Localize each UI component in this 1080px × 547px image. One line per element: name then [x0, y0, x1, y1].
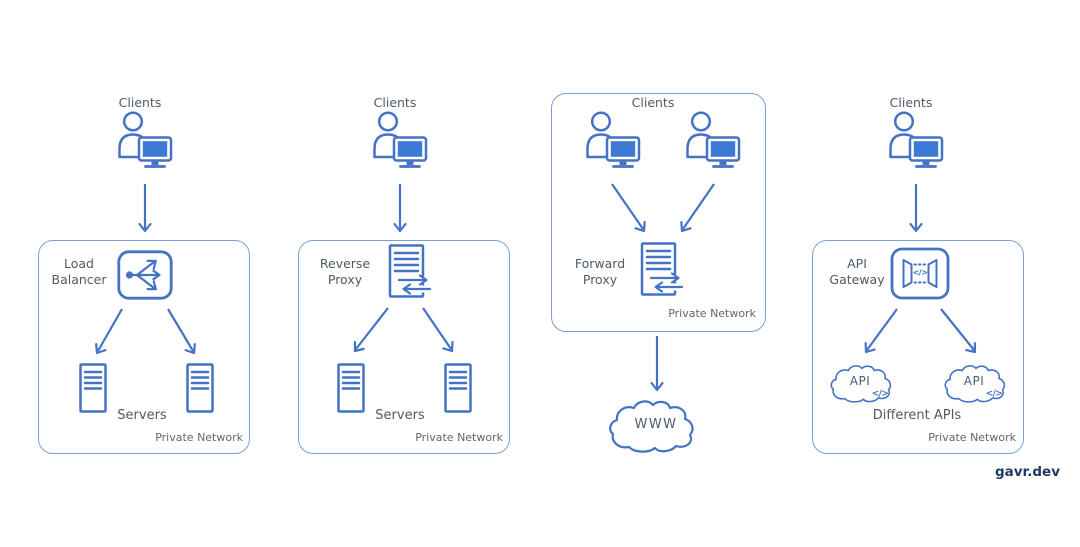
label-line-2: Balancer — [51, 272, 107, 287]
private-network-box-loadbalancer — [38, 240, 250, 454]
reverse-proxy-label: Reverse Proxy — [309, 256, 381, 288]
label-line-1: Forward — [574, 256, 626, 271]
client-icon-1 — [117, 111, 173, 169]
label-line-1: API — [847, 256, 867, 271]
private-network-label-1: Private Network — [155, 431, 243, 444]
reverse-proxy-icon — [386, 244, 434, 304]
arrow-client-left-to-forwardproxy — [611, 183, 646, 233]
private-network-label-4: Private Network — [928, 431, 1016, 444]
forward-proxy-icon — [638, 242, 686, 302]
client-icon-3b — [685, 111, 741, 169]
arrow-lb-to-server-right — [167, 308, 196, 355]
arrow-client-right-to-forwardproxy — [680, 183, 715, 233]
arrow-forwardproxy-to-www — [650, 336, 664, 392]
server-icon-2a — [337, 363, 365, 413]
clients-label-3: Clients — [613, 95, 693, 111]
label-line-2: Proxy — [327, 272, 363, 287]
www-label: WWW — [634, 417, 678, 432]
label-line-2: Gateway — [829, 272, 885, 287]
api-label-right: API — [963, 374, 985, 388]
gateway-code-glyph: </> — [912, 268, 928, 277]
private-network-label-3: Private Network — [668, 307, 756, 320]
load-balancer-icon — [117, 250, 173, 300]
clients-label-4: Clients — [889, 95, 933, 110]
label-line-2: Proxy — [582, 272, 618, 287]
arrow-clients-to-loadbalancer — [138, 184, 152, 233]
client-icon-3a — [585, 111, 641, 169]
arrow-rp-to-server-right — [422, 307, 454, 353]
label-line-1: Load — [64, 256, 94, 271]
servers-label-1: Servers — [117, 408, 167, 423]
arrow-lb-to-server-left — [95, 308, 123, 355]
forward-proxy-label: Forward Proxy — [564, 256, 636, 288]
server-icon-1b — [186, 363, 214, 413]
private-network-box-forwardproxy — [551, 93, 766, 332]
label-line-1: Reverse — [319, 256, 371, 271]
server-icon-1a — [79, 363, 107, 413]
arrow-rp-to-server-left — [353, 307, 389, 353]
load-balancer-label: Load Balancer — [43, 256, 115, 288]
api-gateway-label: API Gateway — [821, 256, 893, 288]
arrow-gw-to-api-right — [940, 308, 977, 354]
clients-label-2: Clients — [373, 95, 417, 110]
arrow-clients-to-reverseproxy — [393, 184, 407, 233]
api-code-glyph-right: </> — [985, 389, 1003, 399]
client-icon-2 — [372, 111, 428, 169]
private-network-label-2: Private Network — [415, 431, 503, 444]
client-icon-4 — [888, 111, 944, 169]
different-apis-label: Different APIs — [872, 408, 962, 423]
private-network-box-apigateway — [812, 240, 1024, 454]
arrow-clients-to-apigateway — [909, 184, 923, 233]
private-network-box-reverseproxy — [298, 240, 510, 454]
api-code-glyph-left: </> — [871, 389, 889, 399]
server-icon-2b — [444, 363, 472, 413]
clients-label-1: Clients — [118, 95, 162, 110]
api-label-left: API — [849, 374, 871, 388]
arrow-gw-to-api-left — [864, 308, 898, 354]
servers-label-2: Servers — [375, 408, 425, 423]
credit-text: gavr.dev — [994, 464, 1060, 480]
